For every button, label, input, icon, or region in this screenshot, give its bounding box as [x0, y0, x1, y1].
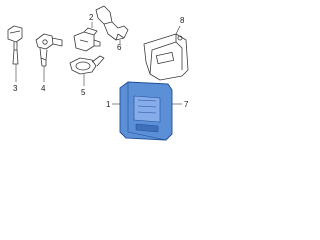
leader-lines — [15, 22, 182, 105]
callout-8: 8 — [180, 16, 185, 25]
callout-3: 3 — [13, 84, 18, 93]
callout-7: 7 — [184, 100, 189, 109]
knock-sensor — [69, 55, 105, 75]
air-temp-sensor — [95, 5, 129, 41]
callout-4: 4 — [41, 84, 46, 93]
camshaft-sensor — [35, 33, 63, 67]
parts-diagram: 3 4 5 2 6 8 7 1 — [7, 5, 189, 141]
callout-5: 5 — [81, 88, 86, 97]
callout-6: 6 — [117, 43, 122, 52]
callout-1: 1 — [106, 100, 111, 109]
callout-2-left: 2 — [89, 13, 94, 22]
engine-control-module — [119, 81, 173, 141]
ecm-cover — [143, 33, 189, 81]
crankshaft-sensor — [7, 25, 23, 65]
map-sensor — [73, 27, 101, 52]
